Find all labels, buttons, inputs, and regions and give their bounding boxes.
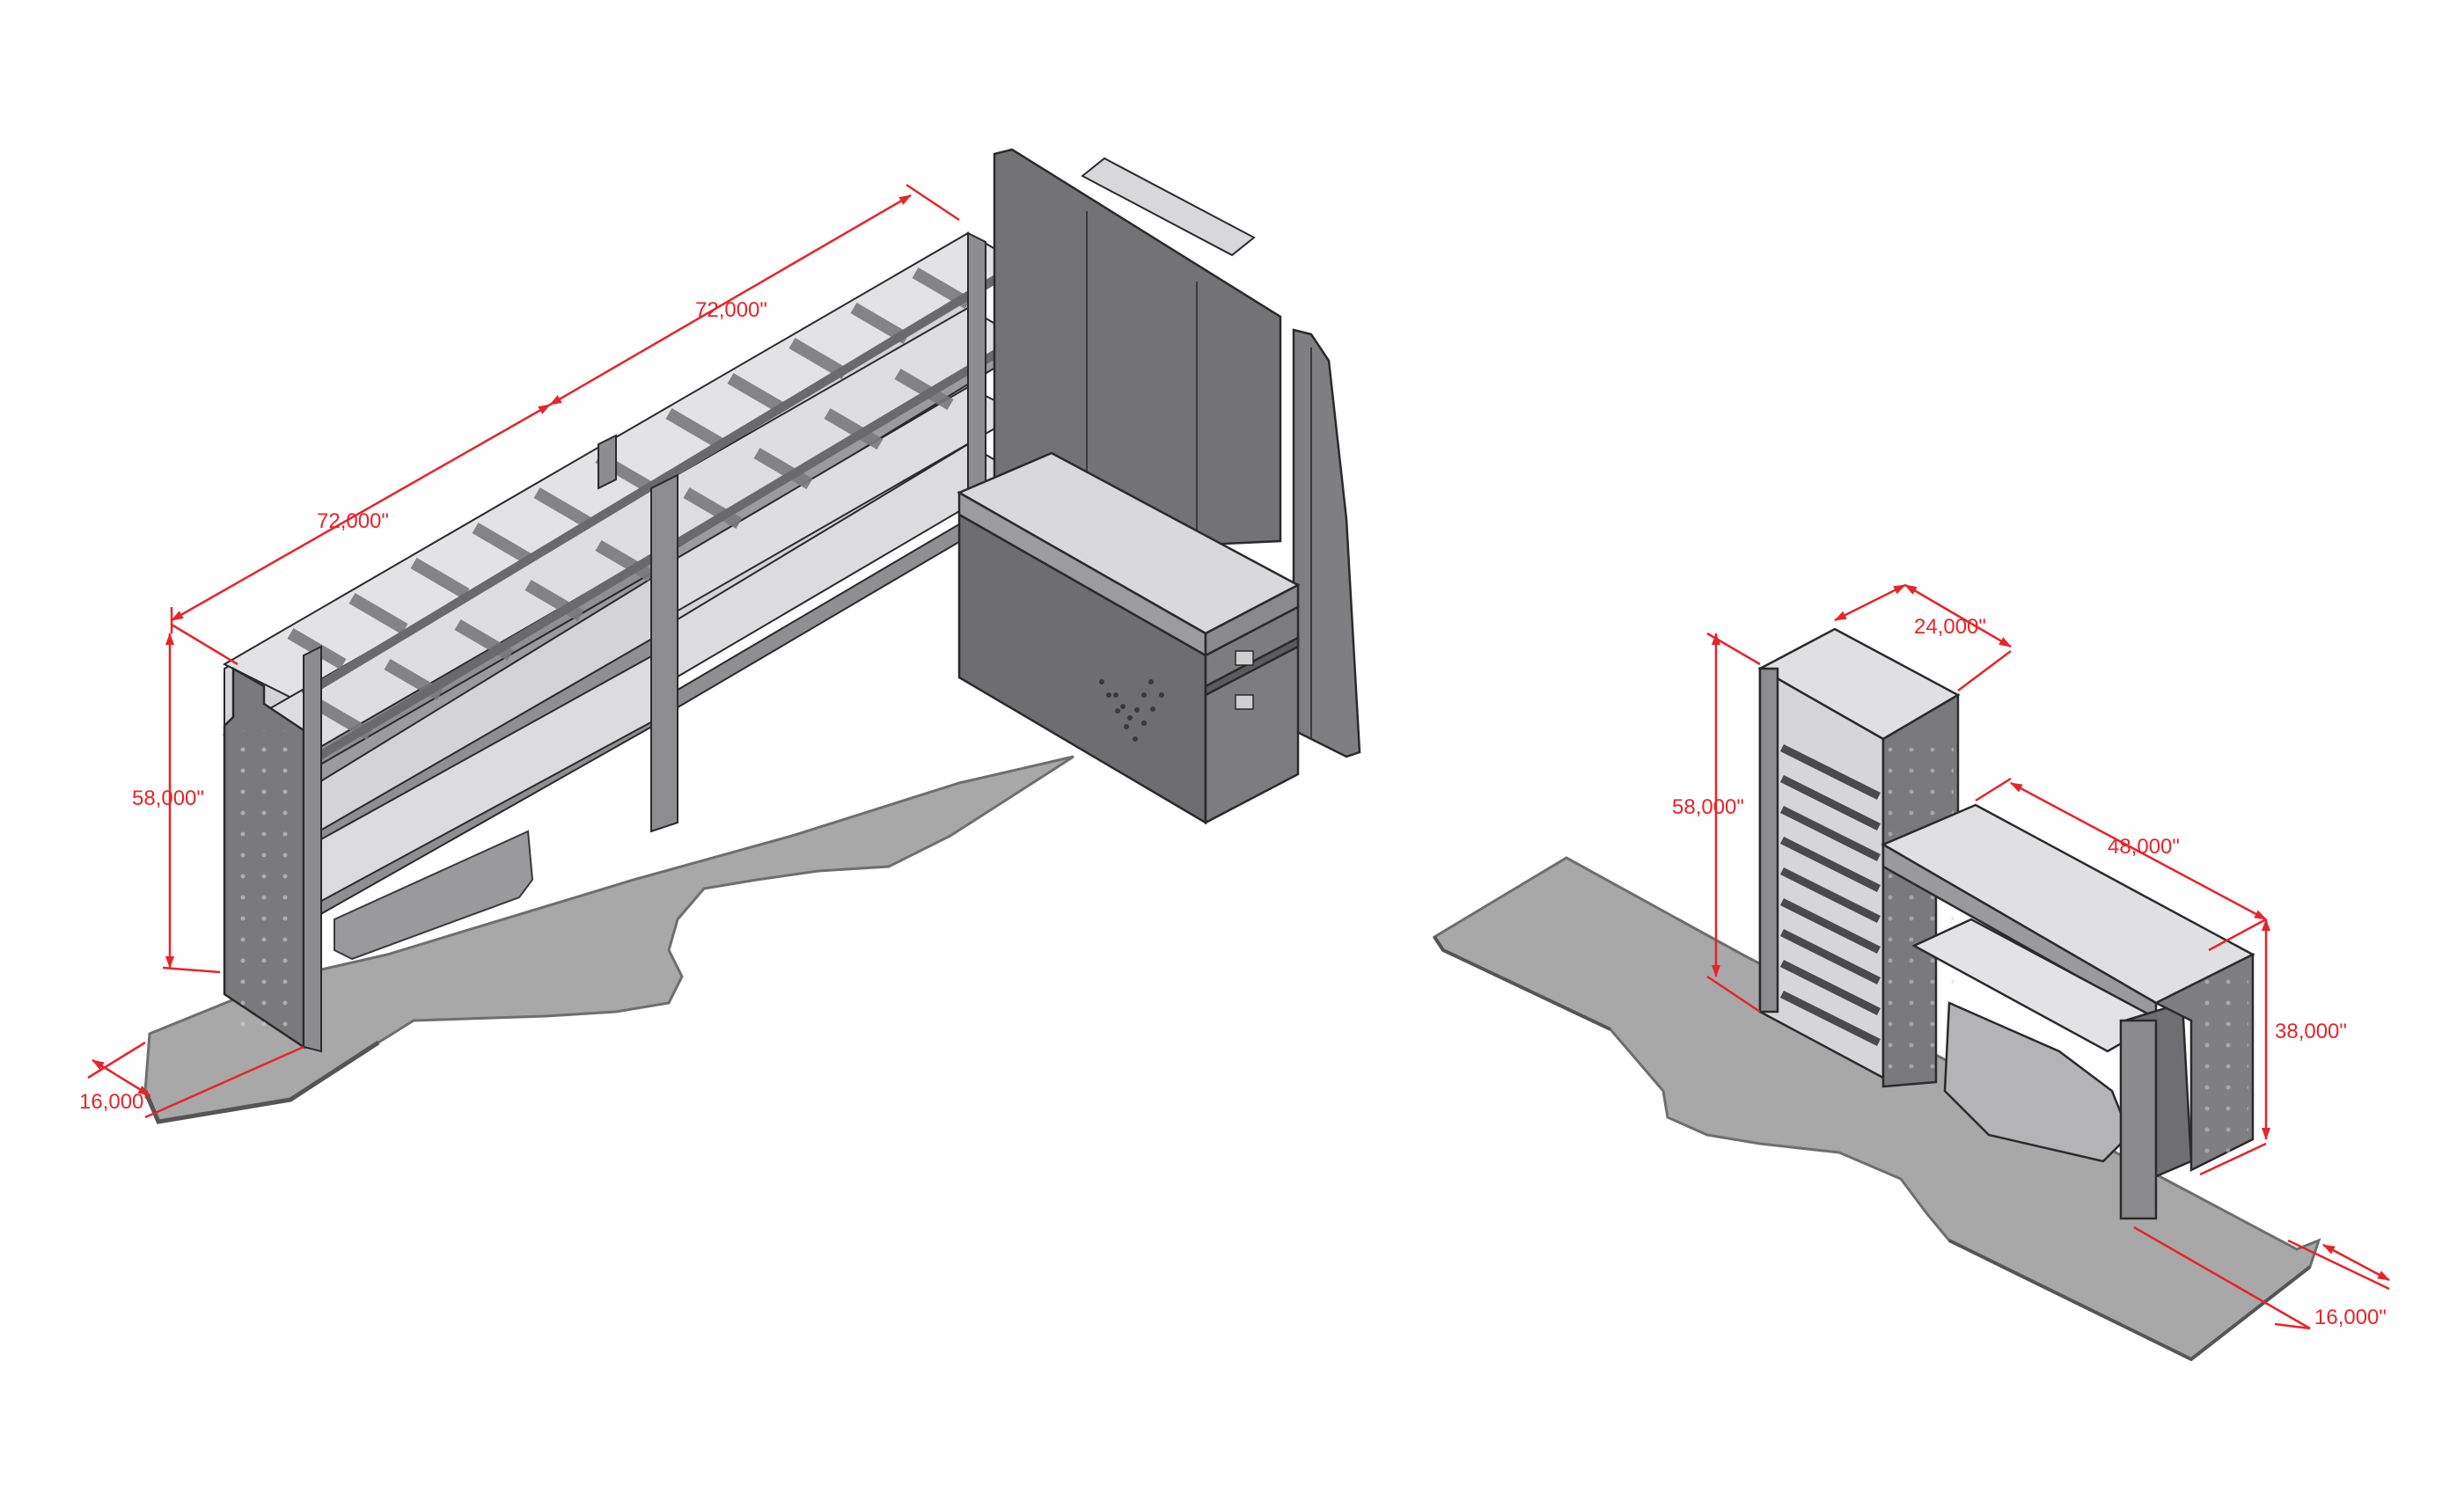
bulkhead-top-flap (1081, 157, 1256, 257)
side-wall-right (1292, 328, 1361, 758)
dim-bench-length: 48,000" (2108, 835, 2180, 859)
dim-height-left: 58,000" (132, 787, 204, 810)
left-bench-cabinet (957, 451, 1301, 825)
dim-tower-width: 24,000" (1914, 615, 1986, 639)
dim-length-lower: 72,000" (317, 509, 389, 533)
left-assembly: 72,000" 72,000" 58,000" 16,000" (79, 148, 1361, 1124)
dim-depth-left: 16,000" (79, 1090, 151, 1114)
dim-bench-height: 38,000" (2275, 1020, 2347, 1043)
right-assembly: 24,000" 58,000" 48,000" 38,000" 16,000" (1432, 583, 2390, 1362)
left-dimensions (87, 183, 960, 1119)
tower-shelves (1779, 743, 1881, 1047)
dim-tower-height: 58,000" (1672, 795, 1744, 819)
right-dimensions (1706, 583, 2390, 1330)
cabinet-latch-icon (1235, 650, 1254, 710)
left-uprights (303, 231, 986, 1053)
dim-depth-right: 16,000" (2314, 1306, 2387, 1329)
dim-length-upper: 72,000" (695, 298, 767, 322)
left-wheel-well (334, 830, 534, 961)
v-logo-icon (1099, 679, 1164, 742)
